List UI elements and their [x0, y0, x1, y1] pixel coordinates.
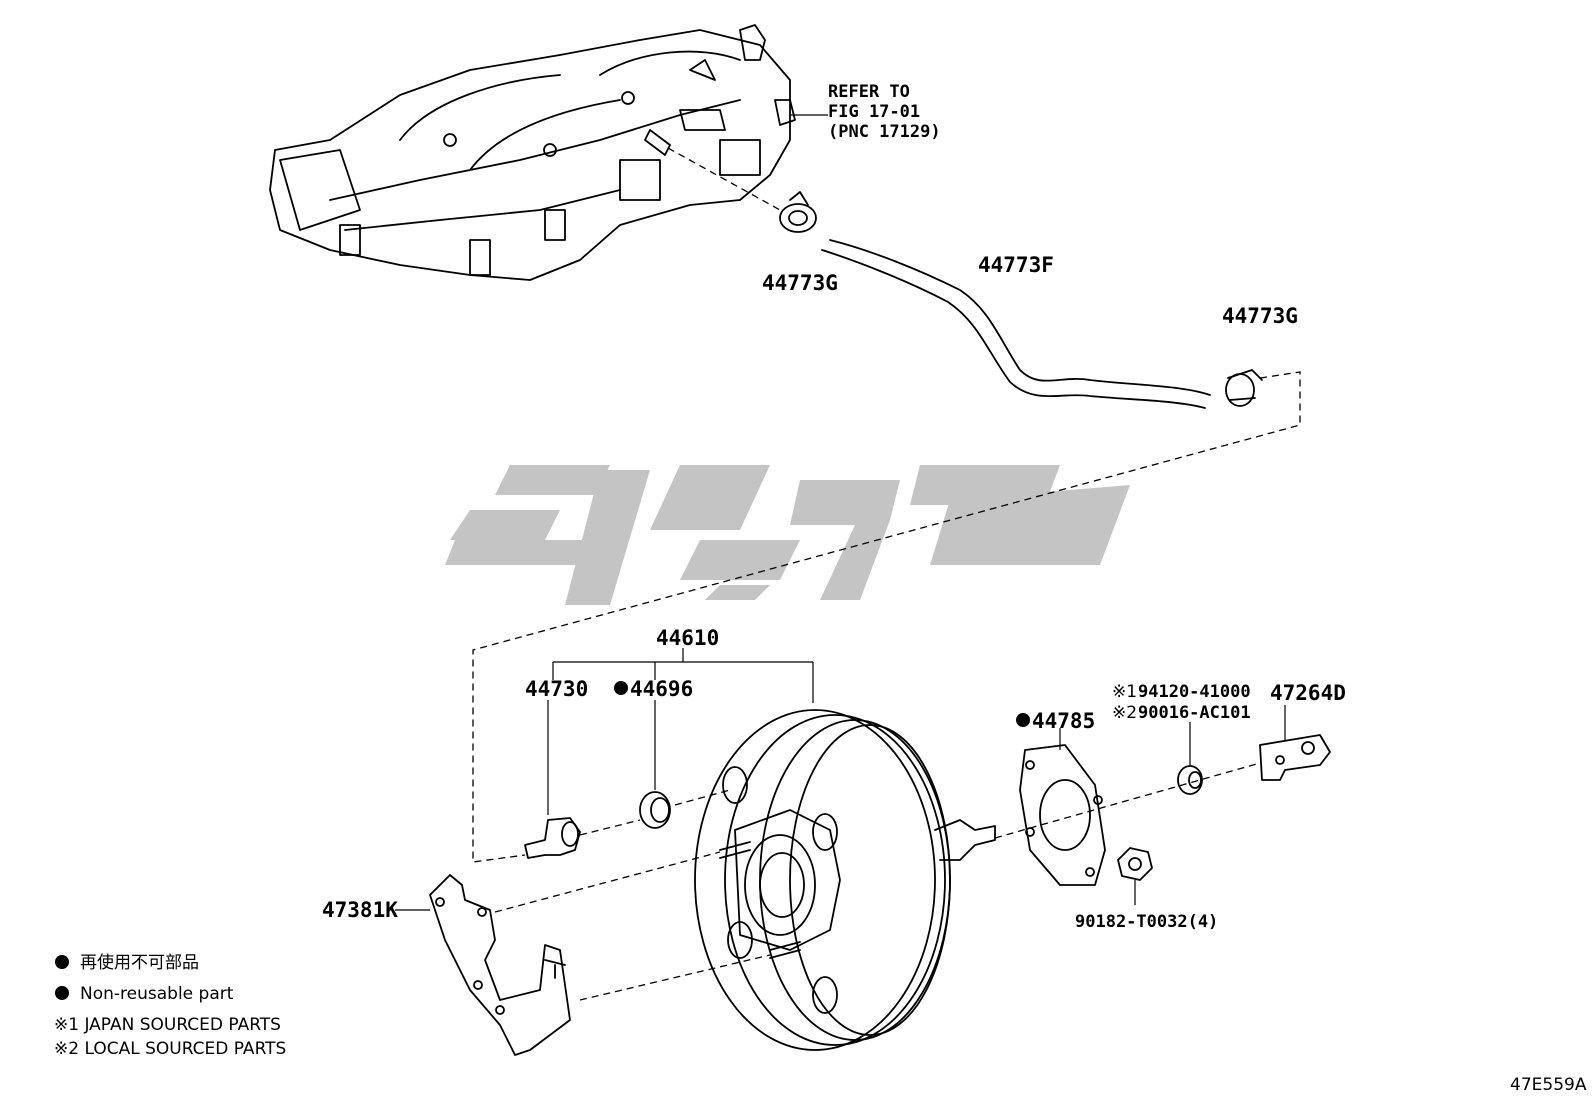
flange-nut-drawing [1117, 847, 1153, 881]
part-label-clevis[interactable]: 47264D [1270, 681, 1346, 705]
legend: 再使用不可部品 Non-reusable part ※1 JAPAN SOURC… [54, 952, 286, 1059]
legend-local-sourced: ※2 LOCAL SOURCED PARTS [54, 1039, 286, 1059]
hose-clamp-lower-drawing [1225, 369, 1263, 407]
check-valve-drawing [524, 817, 581, 859]
diagram-id: 47E559A [1510, 1075, 1587, 1095]
clevis-drawing [1259, 734, 1331, 781]
reference-line-1: REFER TO [828, 82, 910, 102]
bracket-drawing [429, 874, 571, 1056]
dashed-rod-line [994, 762, 1261, 839]
legend-bullet-jp [55, 955, 69, 969]
non-reusable-marker-grommet [614, 681, 628, 695]
dashed-grommet-line [674, 789, 731, 806]
part-label-hose[interactable]: 44773F [978, 253, 1054, 277]
leader-44610 [552, 648, 814, 703]
legend-japan-sourced: ※1 JAPAN SOURCED PARTS [54, 1015, 281, 1035]
dashed-routing-line [472, 371, 1301, 863]
brake-booster-drawing [694, 709, 996, 1051]
gasket-drawing [1019, 744, 1106, 886]
part-label-grommet[interactable]: 44696 [630, 677, 693, 701]
non-reusable-marker-gasket [1016, 713, 1030, 727]
hose-clamp-upper-drawing [779, 191, 817, 233]
japan-mark: ※1 [1112, 682, 1137, 702]
watermark-logo [445, 465, 1130, 605]
reference-line-2: FIG 17-01 [828, 102, 920, 122]
vacuum-hose-drawing [829, 239, 1211, 396]
vacuum-hose-outline [821, 249, 1206, 409]
part-label-check-valve[interactable]: 44730 [525, 677, 588, 701]
part-label-local-nut[interactable]: 90016-AC101 [1138, 703, 1251, 723]
dashed-bracket-line-upper [494, 851, 721, 913]
grommet-drawing [639, 791, 671, 829]
dashed-bracket-line-lower [579, 954, 771, 1001]
nut-collar-drawing [1177, 765, 1203, 795]
part-label-gasket[interactable]: 44785 [1032, 709, 1095, 733]
legend-bullet-en [55, 986, 69, 1000]
part-label-clamp-upper[interactable]: 44773G [762, 271, 838, 295]
dashed-valve-line [579, 819, 641, 836]
intake-manifold-drawing [269, 24, 796, 281]
part-label-clamp-lower[interactable]: 44773G [1222, 304, 1298, 328]
part-label-nut[interactable]: 90182-T0032(4) [1075, 912, 1218, 932]
dashed-line-manifold-to-clamp [667, 147, 781, 211]
reference-line-3: (PNC 17129) [828, 122, 941, 142]
legend-non-reusable-en: Non-reusable part [80, 984, 234, 1004]
part-label-japan-nut[interactable]: 94120-41000 [1138, 682, 1251, 702]
legend-non-reusable-jp: 再使用不可部品 [80, 952, 199, 973]
local-mark: ※2 [1112, 703, 1137, 723]
part-label-booster[interactable]: 44610 [656, 626, 719, 650]
part-label-bracket[interactable]: 47381K [322, 898, 398, 922]
